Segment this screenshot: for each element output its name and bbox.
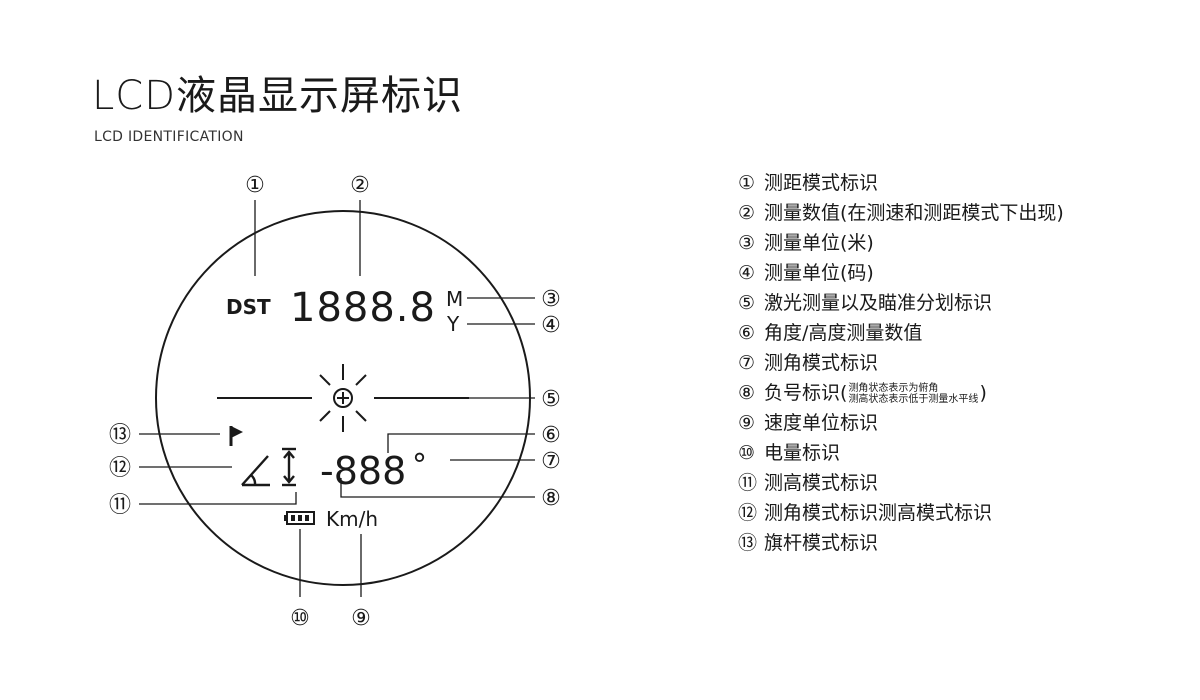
degree-symbol: ° bbox=[412, 448, 427, 483]
angle-readout: -888 bbox=[320, 449, 406, 493]
callout-1: ① bbox=[245, 173, 265, 198]
legend-text: 测量单位(码) bbox=[764, 262, 874, 284]
unit-meter: M bbox=[446, 287, 463, 311]
flag-icon bbox=[229, 426, 243, 446]
legend-item: ⑩ 电量标识 bbox=[738, 438, 1064, 468]
distance-readout: 1888.8 bbox=[290, 285, 436, 331]
crosshair-sun-icon bbox=[217, 364, 469, 432]
height-arrow-icon bbox=[282, 447, 296, 487]
legend-text: 旗杆模式标识 bbox=[764, 532, 879, 554]
legend-note-top: 测角状态表示为俯角 bbox=[848, 382, 939, 394]
legend-text: 测距模式标识 bbox=[764, 172, 879, 194]
legend-note: 测角状态表示为俯角测高状态表示低于测量水平线 bbox=[848, 383, 978, 405]
legend-number: ④ bbox=[738, 262, 756, 284]
legend-text: 角度/高度测量数值 bbox=[764, 322, 923, 344]
legend-number: ⑥ bbox=[738, 322, 756, 344]
legend-item: ⑫ 测角模式标识测高模式标识 bbox=[738, 498, 1064, 528]
note-close-paren: ) bbox=[979, 382, 987, 404]
legend-text: 测角模式标识 bbox=[764, 352, 879, 374]
legend-number: ③ bbox=[738, 232, 756, 254]
legend-text: 电量标识 bbox=[764, 442, 841, 464]
lcd-diagram: DST 1888.8 M Y -888 ° bbox=[109, 173, 561, 631]
legend-item: ⑧ 负号标识(测角状态表示为俯角测高状态表示低于测量水平线) bbox=[738, 378, 1064, 408]
legend-number: ⑤ bbox=[738, 292, 756, 314]
legend-number: ⑫ bbox=[738, 502, 758, 524]
legend-text: 测量数值(在测速和测距模式下出现) bbox=[764, 202, 1064, 224]
legend-text: 测高模式标识 bbox=[764, 472, 879, 494]
angle-icon bbox=[241, 455, 270, 487]
legend-number: ⑧ bbox=[738, 382, 756, 404]
page-title: LCD液晶显示屏标识 bbox=[92, 73, 464, 119]
legend-text: 速度单位标识 bbox=[764, 412, 879, 434]
legend-text: 激光测量以及瞄准分划标识 bbox=[764, 292, 993, 314]
callout-7: ⑦ bbox=[541, 449, 561, 474]
speed-unit: Km/h bbox=[326, 507, 378, 531]
legend-list: ① 测距模式标识 ② 测量数值(在测速和测距模式下出现) ③ 测量单位(米) ④ 测量单… bbox=[738, 168, 1064, 558]
legend-item: ⑥ 角度/高度测量数值 bbox=[738, 318, 1064, 348]
callout-11: ⑪ bbox=[109, 493, 131, 518]
legend-note-bottom: 测高状态表示低于测量水平线 bbox=[848, 393, 979, 405]
legend-text: 测角模式标识测高模式标识 bbox=[764, 502, 993, 524]
unit-yard: Y bbox=[446, 312, 460, 336]
legend-item: ⑤ 激光测量以及瞄准分划标识 bbox=[738, 288, 1064, 318]
legend-number: ⑦ bbox=[738, 352, 756, 374]
callout-12: ⑫ bbox=[109, 456, 131, 481]
legend-text: 测量单位(米) bbox=[764, 232, 874, 254]
legend-number: ② bbox=[738, 202, 756, 224]
callout-2: ② bbox=[350, 173, 370, 198]
callout-3: ③ bbox=[541, 287, 561, 312]
note-open-paren: ( bbox=[840, 382, 848, 404]
callout-10: ⑩ bbox=[290, 606, 310, 631]
legend-item: ① 测距模式标识 bbox=[738, 168, 1064, 198]
callout-8: ⑧ bbox=[541, 486, 561, 511]
legend-item: ② 测量数值(在测速和测距模式下出现) bbox=[738, 198, 1064, 228]
legend-item: ⑦ 测角模式标识 bbox=[738, 348, 1064, 378]
dst-mode-label: DST bbox=[226, 295, 271, 319]
legend-item: ⑪ 测高模式标识 bbox=[738, 468, 1064, 498]
legend-number: ⑬ bbox=[738, 532, 758, 554]
callout-4: ④ bbox=[541, 313, 561, 338]
callout-5: ⑤ bbox=[541, 387, 561, 412]
legend-number: ⑩ bbox=[738, 442, 756, 464]
legend-number: ⑨ bbox=[738, 412, 756, 434]
legend-item: ⑨ 速度单位标识 bbox=[738, 408, 1064, 438]
callout-9: ⑨ bbox=[351, 606, 371, 631]
page-subtitle: LCD IDENTIFICATION bbox=[94, 129, 244, 145]
legend-text: 负号标识 bbox=[764, 382, 841, 404]
legend-item: ⑬ 旗杆模式标识 bbox=[738, 528, 1064, 558]
legend-number: ⑪ bbox=[738, 472, 758, 494]
legend-item: ③ 测量单位(米) bbox=[738, 228, 1064, 258]
callout-6: ⑥ bbox=[541, 423, 561, 448]
legend-number: ① bbox=[738, 172, 756, 194]
callout-13: ⑬ bbox=[109, 423, 131, 448]
battery-icon bbox=[284, 511, 315, 525]
legend-item: ④ 测量单位(码) bbox=[738, 258, 1064, 288]
leader-lines bbox=[139, 200, 535, 597]
